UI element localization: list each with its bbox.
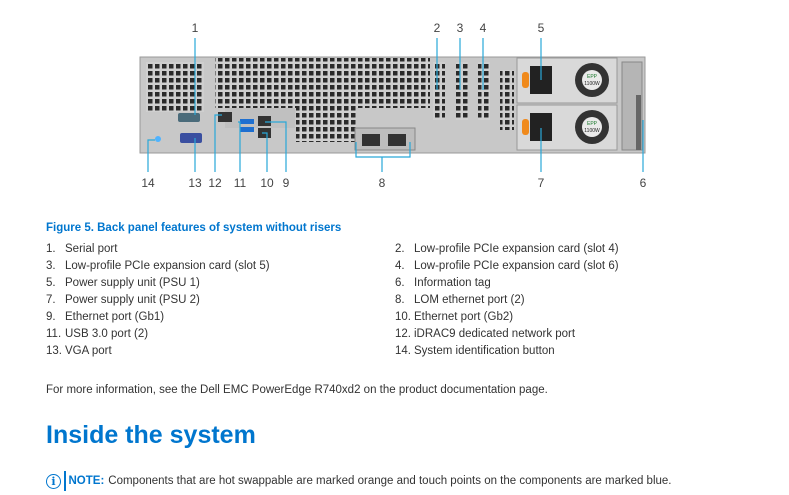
callout-4: 4 [479,21,487,35]
legend-item: 10.Ethernet port (Gb2) [395,311,513,323]
more-info-paragraph: For more information, see the Dell EMC P… [46,384,548,396]
callout-13: 13 [188,176,202,190]
legend-item-label: Low-profile PCIe expansion card (slot 5) [65,260,270,272]
callout-3: 3 [456,21,464,35]
legend-item-number: 4. [395,260,405,272]
legend-item: 12.iDRAC9 dedicated network port [395,328,575,340]
legend-item: 1. Serial port [46,243,117,255]
svg-text:EPP: EPP [587,121,598,127]
legend-item-number: 1. [46,243,56,255]
legend-item-number: 9. [46,311,56,323]
legend-item-number: 7. [46,294,56,306]
legend-item-number: 11. [46,328,62,340]
callout-8: 8 [378,176,386,190]
callout-5: 5 [537,21,545,35]
legend-item-number: 2. [395,243,405,255]
legend-item-label: Ethernet port (Gb1) [65,311,165,323]
legend-item-label: System identification button [414,345,555,357]
legend-item-label: Ethernet port (Gb2) [414,311,514,323]
legend-item: 7. Power supply unit (PSU 2) [46,294,200,306]
legend-item-label: Low-profile PCIe expansion card (slot 4) [414,243,619,255]
callout-2: 2 [433,21,441,35]
legend-item-number: 10. [395,311,411,323]
legend-item: 5. Power supply unit (PSU 1) [46,277,200,289]
legend-item-label: USB 3.0 port (2) [65,328,149,340]
note: i NOTE: Components that are hot swappabl… [46,471,672,491]
legend-item: 3. Low-profile PCIe expansion card (slot … [46,260,270,272]
legend-item-number: 5. [46,277,56,289]
info-icon: i [46,473,61,489]
legend-item-label: Power supply unit (PSU 1) [65,277,200,289]
legend-item-number: 3. [46,260,56,272]
callout-lines [147,38,644,172]
legend-item-label: Power supply unit (PSU 2) [65,294,200,306]
svg-text:1100W: 1100W [584,81,600,87]
psu-2: EPP 1100W [516,104,618,151]
legend-item: 6. Information tag [395,277,491,289]
figure-caption: Figure 5. Back panel features of system … [46,222,342,234]
svg-text:EPP: EPP [587,74,598,80]
legend-item: 11.USB 3.0 port (2) [46,328,148,340]
psu-1: EPP 1100W [516,57,618,104]
legend-item-number: 8. [395,294,405,306]
note-label: NOTE: [68,475,105,487]
legend-item-number: 13. [46,345,62,357]
legend-item-label: Information tag [414,277,491,289]
legend-item: 8. LOM ethernet port (2) [395,294,525,306]
callout-10: 10 [260,176,274,190]
server-back-panel-image: EPP 1100W EPP 1100W [139,38,646,172]
legend-item-label: VGA port [65,345,112,357]
legend-item: 9. Ethernet port (Gb1) [46,311,164,323]
legend-item-label: iDRAC9 dedicated network port [414,328,576,340]
legend-item-number: 6. [395,277,405,289]
legend-item-label: LOM ethernet port (2) [414,294,525,306]
callout-1: 1 [191,21,199,35]
note-text: Components that are hot swappable are ma… [108,475,672,487]
callout-9: 9 [282,176,290,190]
callout-14: 14 [141,176,155,190]
callout-6: 6 [639,176,647,190]
legend-item: 4. Low-profile PCIe expansion card (slot … [395,260,619,272]
legend-item-number: 14. [395,345,411,357]
legend-item: 14.System identification button [395,345,555,357]
legend-item: 2. Low-profile PCIe expansion card (slot … [395,243,619,255]
legend-item-label: Low-profile PCIe expansion card (slot 6) [414,260,619,272]
system-id-button [155,136,161,142]
callout-12: 12 [208,176,222,190]
note-divider [64,471,66,491]
section-heading: Inside the system [46,421,256,449]
callout-7: 7 [537,176,545,190]
callout-11: 11 [233,176,247,190]
svg-text:1100W: 1100W [584,128,600,134]
legend-item-label: Serial port [65,243,118,255]
legend-item-number: 12. [395,328,411,340]
legend-item: 13.VGA port [46,345,112,357]
